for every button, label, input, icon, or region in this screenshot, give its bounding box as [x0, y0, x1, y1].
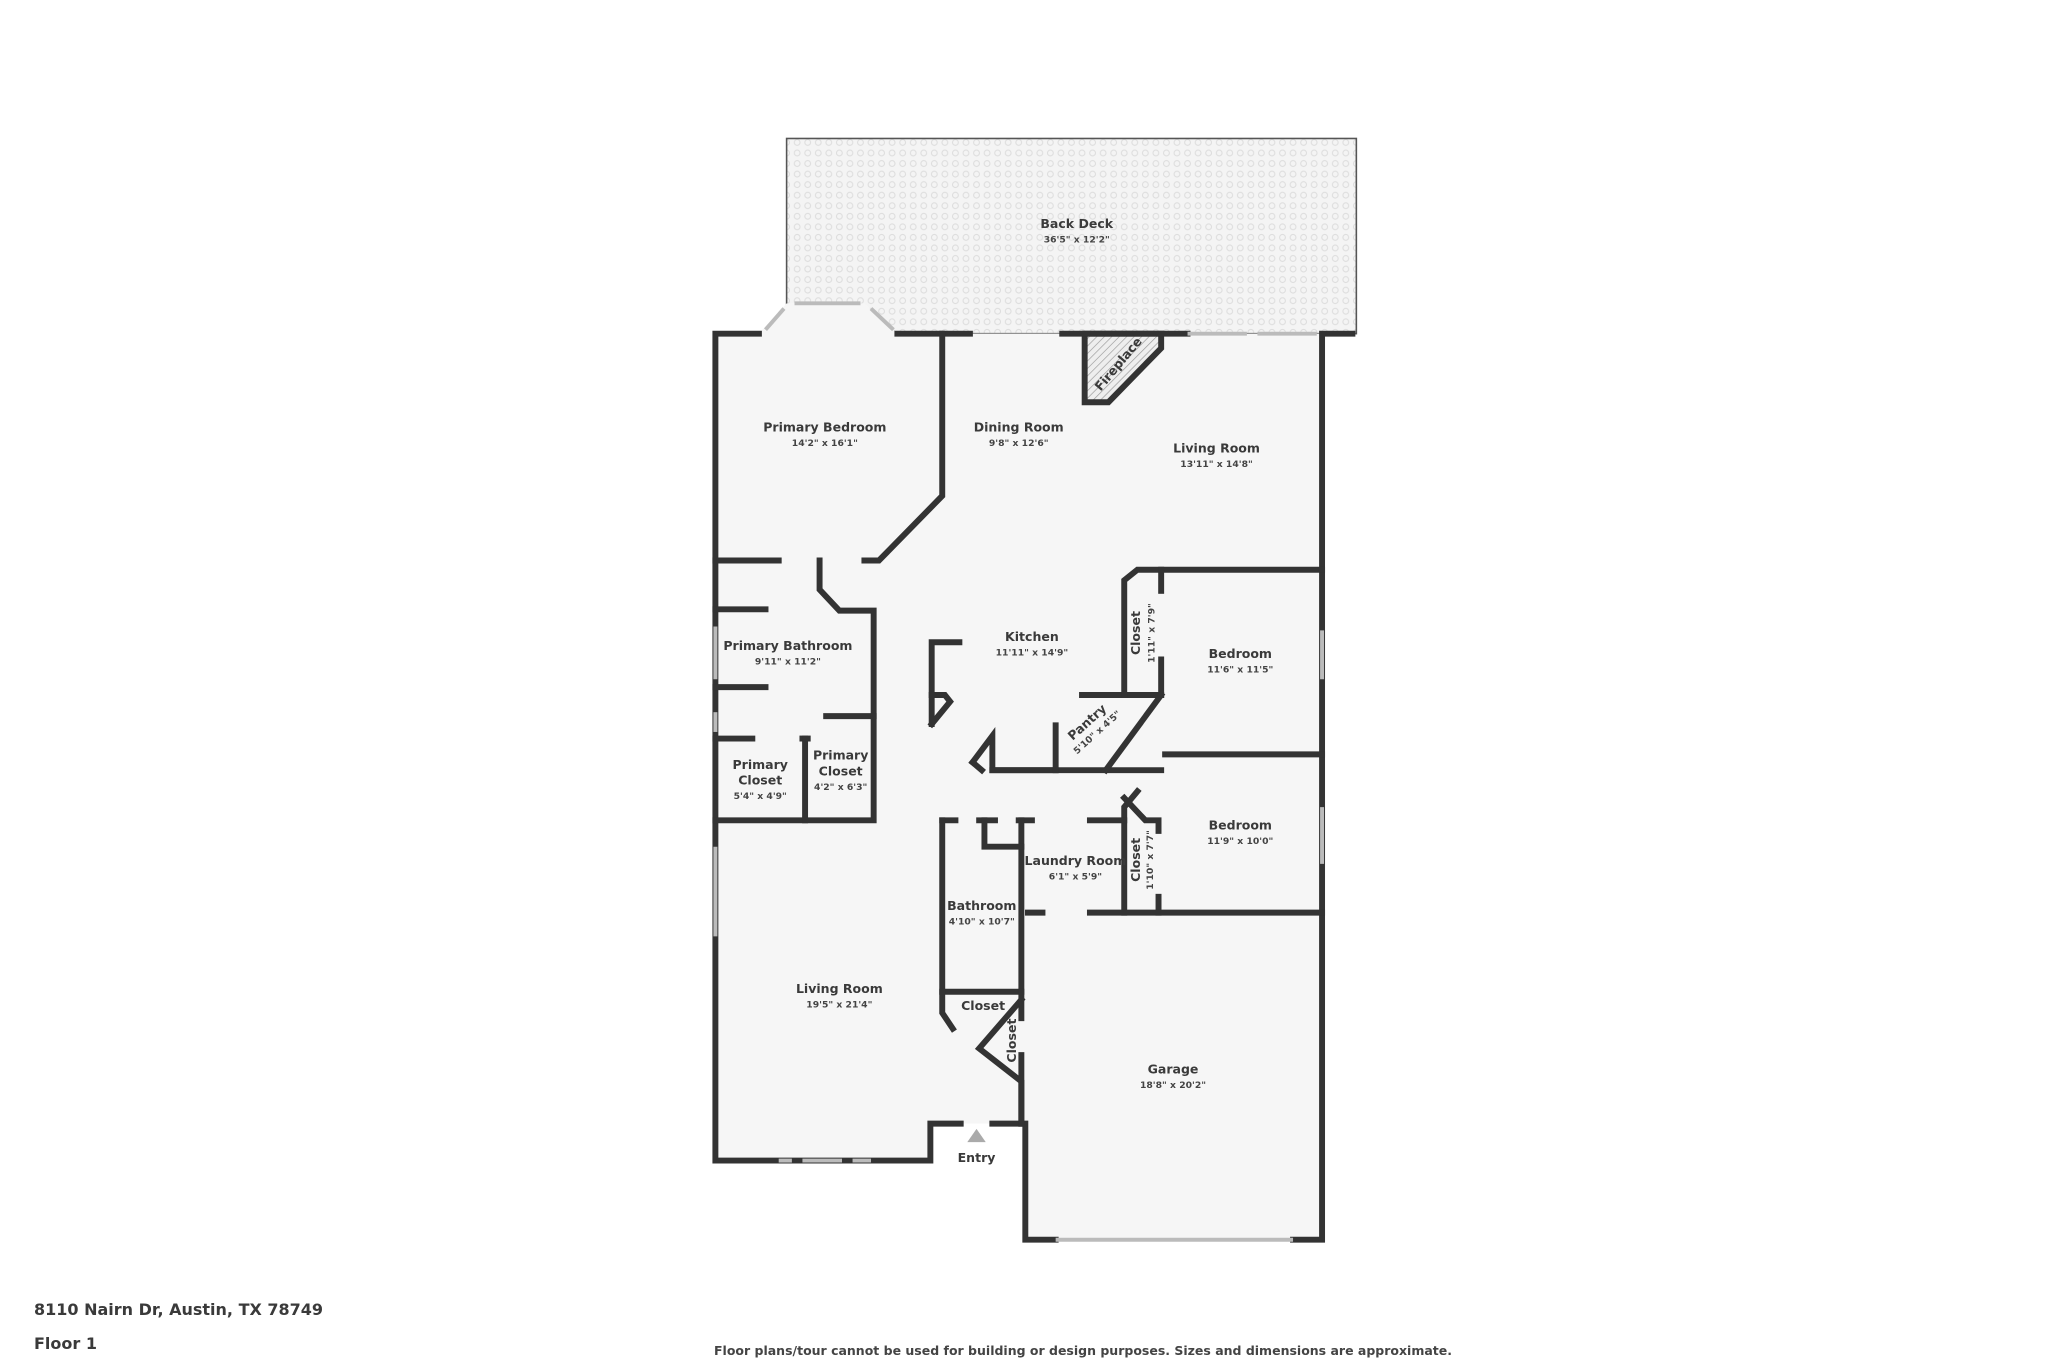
room-name: Primary Bathroom [723, 638, 852, 653]
room-dims: 4'2" x 6'3" [814, 782, 867, 793]
room-dims: 36'5" x 12'2" [1044, 235, 1110, 246]
back-deck [785, 137, 1358, 335]
room-dims: 11'6" x 11'5" [1207, 665, 1273, 676]
room-name: Primary [733, 757, 788, 772]
room-name: Back Deck [1040, 216, 1113, 231]
room-name: Laundry Room [1025, 853, 1127, 868]
room-name: Closet [1128, 611, 1143, 655]
room-name: Closet [738, 773, 782, 788]
room-dims: 11'11" x 14'9" [996, 647, 1069, 658]
room-dims: 5'4" x 4'9" [734, 791, 787, 802]
room-name: Bedroom [1209, 646, 1272, 661]
entry-label: Entry [958, 1150, 996, 1165]
entry-arrow-icon [967, 1128, 986, 1143]
room-name: Closet [819, 763, 863, 778]
walls [712, 330, 1356, 1243]
room-dims: 11'9" x 10'0" [1207, 836, 1273, 847]
room-name: Primary Bedroom [763, 419, 886, 434]
windows [713, 301, 1325, 1242]
room-name: Closet [1128, 838, 1143, 882]
floor-label: Floor 1 [34, 1334, 97, 1353]
address: 8110 Nairn Dr, Austin, TX 78749 [34, 1300, 324, 1319]
room-dims: 1'11" x 7'9" [1147, 603, 1158, 663]
room-name: Bedroom [1209, 818, 1272, 833]
disclaimer: Floor plans/tour cannot be used for buil… [714, 1343, 1452, 1358]
room-dims: 19'5" x 21'4" [806, 1000, 872, 1011]
room-name: Dining Room [974, 419, 1064, 434]
room-dims: 1'10" x 7'7" [1145, 830, 1156, 890]
room-dims: 6'1" x 5'9" [1049, 872, 1102, 883]
room-name: Living Room [796, 981, 883, 996]
room-dims: 9'11" x 11'2" [755, 657, 821, 668]
room-name: Living Room [1173, 440, 1260, 455]
room-name: Closet [1004, 1019, 1019, 1063]
room-dims: 18'8" x 20'2" [1140, 1080, 1206, 1091]
room-dims: 13'11" x 14'8" [1180, 459, 1253, 470]
room-name: Kitchen [1005, 629, 1059, 644]
room-name: Bathroom [947, 898, 1016, 913]
room-dims: 9'8" x 12'6" [989, 438, 1049, 449]
room-name: Garage [1148, 1062, 1199, 1077]
room-name: Primary [813, 748, 868, 763]
room-dims: 14'2" x 16'1" [792, 438, 858, 449]
room-dims: 4'10" x 10'7" [949, 917, 1015, 928]
room-name: Closet [961, 998, 1005, 1013]
